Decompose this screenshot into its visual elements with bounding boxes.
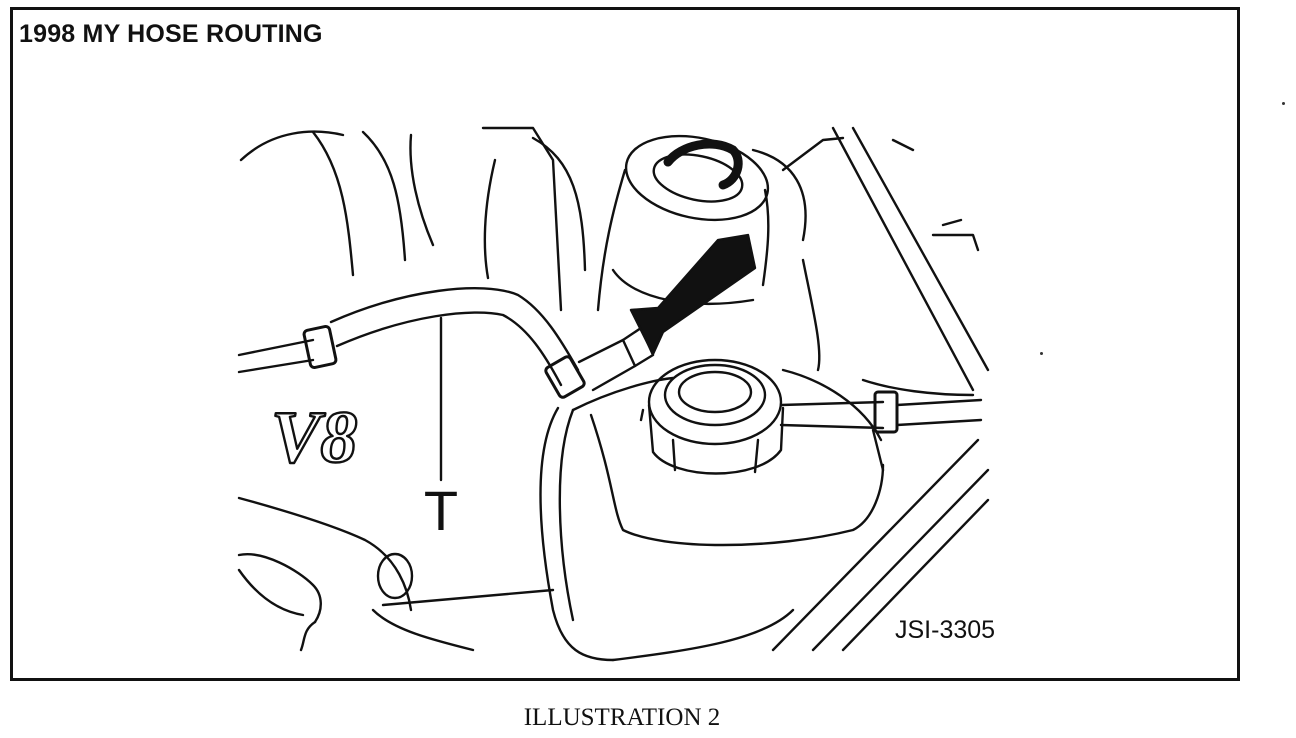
v8-badge: V8 xyxy=(271,397,357,479)
filler-cap xyxy=(639,358,785,475)
figure-title: 1998 MY HOSE ROUTING xyxy=(19,20,323,48)
engine-contours xyxy=(237,126,587,652)
pointing-arrow xyxy=(629,233,757,356)
tank-outlet-hose xyxy=(779,390,983,434)
cylinder-housing xyxy=(596,134,845,372)
expansion-tank xyxy=(539,368,885,662)
illustration-frame: 1998 MY HOSE ROUTING xyxy=(10,7,1240,681)
scan-speck xyxy=(1040,352,1043,355)
coolant-hose xyxy=(237,287,655,399)
figure-code: JSI-3305 xyxy=(895,616,996,644)
illustration-caption: ILLUSTRATION 2 xyxy=(523,704,721,731)
hose-marker-label: T xyxy=(424,479,458,542)
engine-bay-line-drawing: V8 T xyxy=(237,126,990,662)
scan-speck xyxy=(1282,102,1285,105)
body-panel-lines xyxy=(771,126,990,652)
